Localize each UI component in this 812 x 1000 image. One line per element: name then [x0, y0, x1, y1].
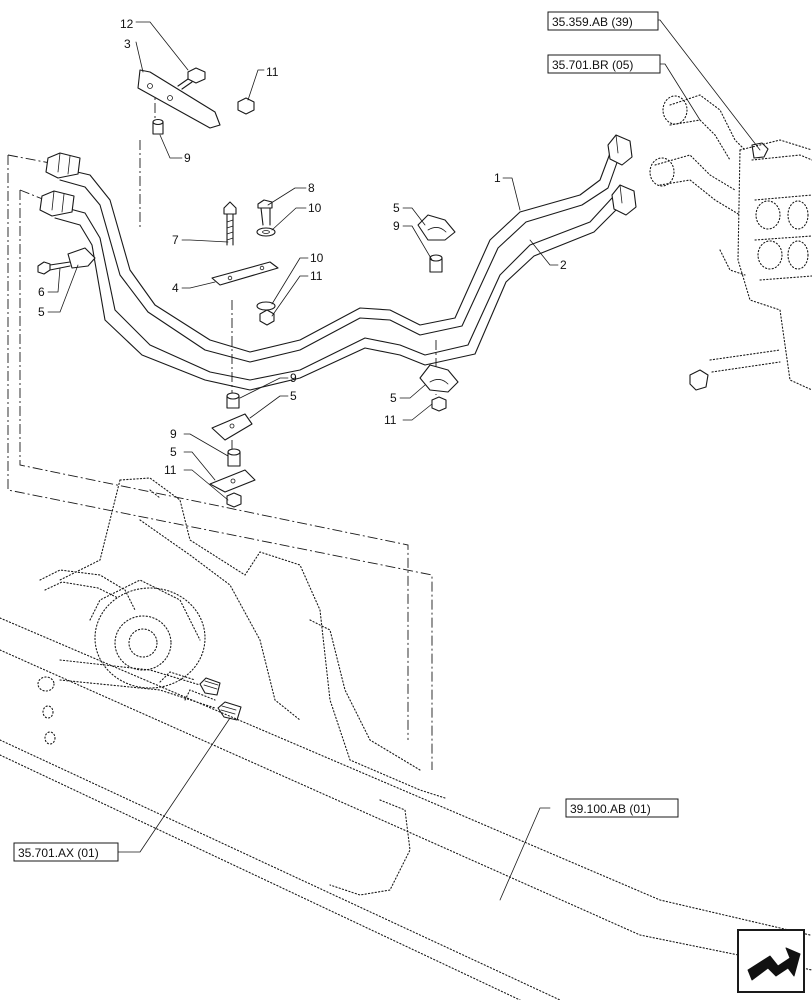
- clamp-plate-4: [211, 261, 279, 286]
- pipe-nut-right-upper: [607, 134, 633, 166]
- callout-12: 12: [120, 17, 134, 31]
- spacer-9-top: [152, 118, 164, 135]
- bolt-7: [223, 201, 237, 246]
- callout-5: 5: [393, 201, 400, 215]
- callout-5: 5: [38, 305, 45, 319]
- callout-11: 11: [310, 269, 323, 283]
- callout-9: 9: [290, 371, 297, 385]
- callout-11: 11: [266, 65, 279, 79]
- callout-7: 7: [172, 233, 179, 247]
- spacer-9-lower-a: [226, 392, 240, 409]
- leader-lines: [47, 19, 761, 901]
- clamp-5-right-bottom: [419, 364, 459, 393]
- callout-1: 1: [494, 171, 501, 185]
- washer-10-top: [256, 227, 276, 237]
- reference-label: 35.359.AB (39): [552, 15, 633, 29]
- callout-9: 9: [393, 219, 400, 233]
- control-valve-phantom: [649, 94, 812, 391]
- bolt-6: [37, 261, 71, 275]
- pipe-nut-left-upper: [45, 152, 81, 179]
- pipe-nut-left-lower: [39, 190, 75, 217]
- nut-11-top: [237, 97, 255, 115]
- callout-11: 11: [164, 463, 177, 477]
- callout-5: 5: [170, 445, 177, 459]
- clamp-5-lower-a: [211, 413, 253, 441]
- clamp-5-left: [67, 247, 96, 269]
- callout-5: 5: [290, 389, 297, 403]
- callout-10: 10: [308, 201, 322, 215]
- callout-5: 5: [390, 391, 397, 405]
- hydraulic-pipe-2: [54, 197, 619, 391]
- next-page-arrow-icon[interactable]: [737, 929, 805, 993]
- hydraulic-pipe-1: [59, 147, 621, 363]
- reference-35-359-ab[interactable]: 35.359.AB (39): [547, 11, 659, 31]
- callout-2: 2: [560, 258, 567, 272]
- clamp-plate-3: [137, 69, 221, 129]
- bolt-8: [257, 199, 273, 226]
- nut-11-lower: [226, 492, 242, 508]
- nut-11-mid: [259, 309, 275, 326]
- callout-4: 4: [172, 281, 179, 295]
- chassis-phantom: [0, 477, 812, 1000]
- clamp-5-lower-b: [209, 469, 256, 493]
- spacer-9-lower-b: [227, 448, 241, 467]
- callout-9: 9: [184, 151, 191, 165]
- nut-11-right: [431, 396, 447, 412]
- reference-35-701-ax[interactable]: 35.701.AX (01): [13, 842, 119, 862]
- reference-35-701-br[interactable]: 35.701.BR (05): [547, 54, 661, 74]
- callout-numbers: 12 3 11 9 8 10 7 4 10 11 6 5 1 2 5 9 9 5…: [38, 17, 567, 477]
- reference-label: 39.100.AB (01): [570, 802, 651, 816]
- callout-8: 8: [308, 181, 315, 195]
- callout-6: 6: [38, 285, 45, 299]
- reference-label: 35.701.AX (01): [18, 846, 99, 860]
- callout-11: 11: [384, 413, 397, 427]
- callout-10: 10: [310, 251, 324, 265]
- reference-label: 35.701.BR (05): [552, 58, 633, 72]
- clamp-5-right-top: [417, 214, 456, 241]
- callout-9: 9: [170, 427, 177, 441]
- spacer-9-right: [429, 254, 443, 273]
- bolt-12: [177, 67, 206, 90]
- pipe-nut-right-lower: [611, 184, 637, 216]
- callout-3: 3: [124, 37, 131, 51]
- reference-39-100-ab[interactable]: 39.100.AB (01): [565, 798, 679, 818]
